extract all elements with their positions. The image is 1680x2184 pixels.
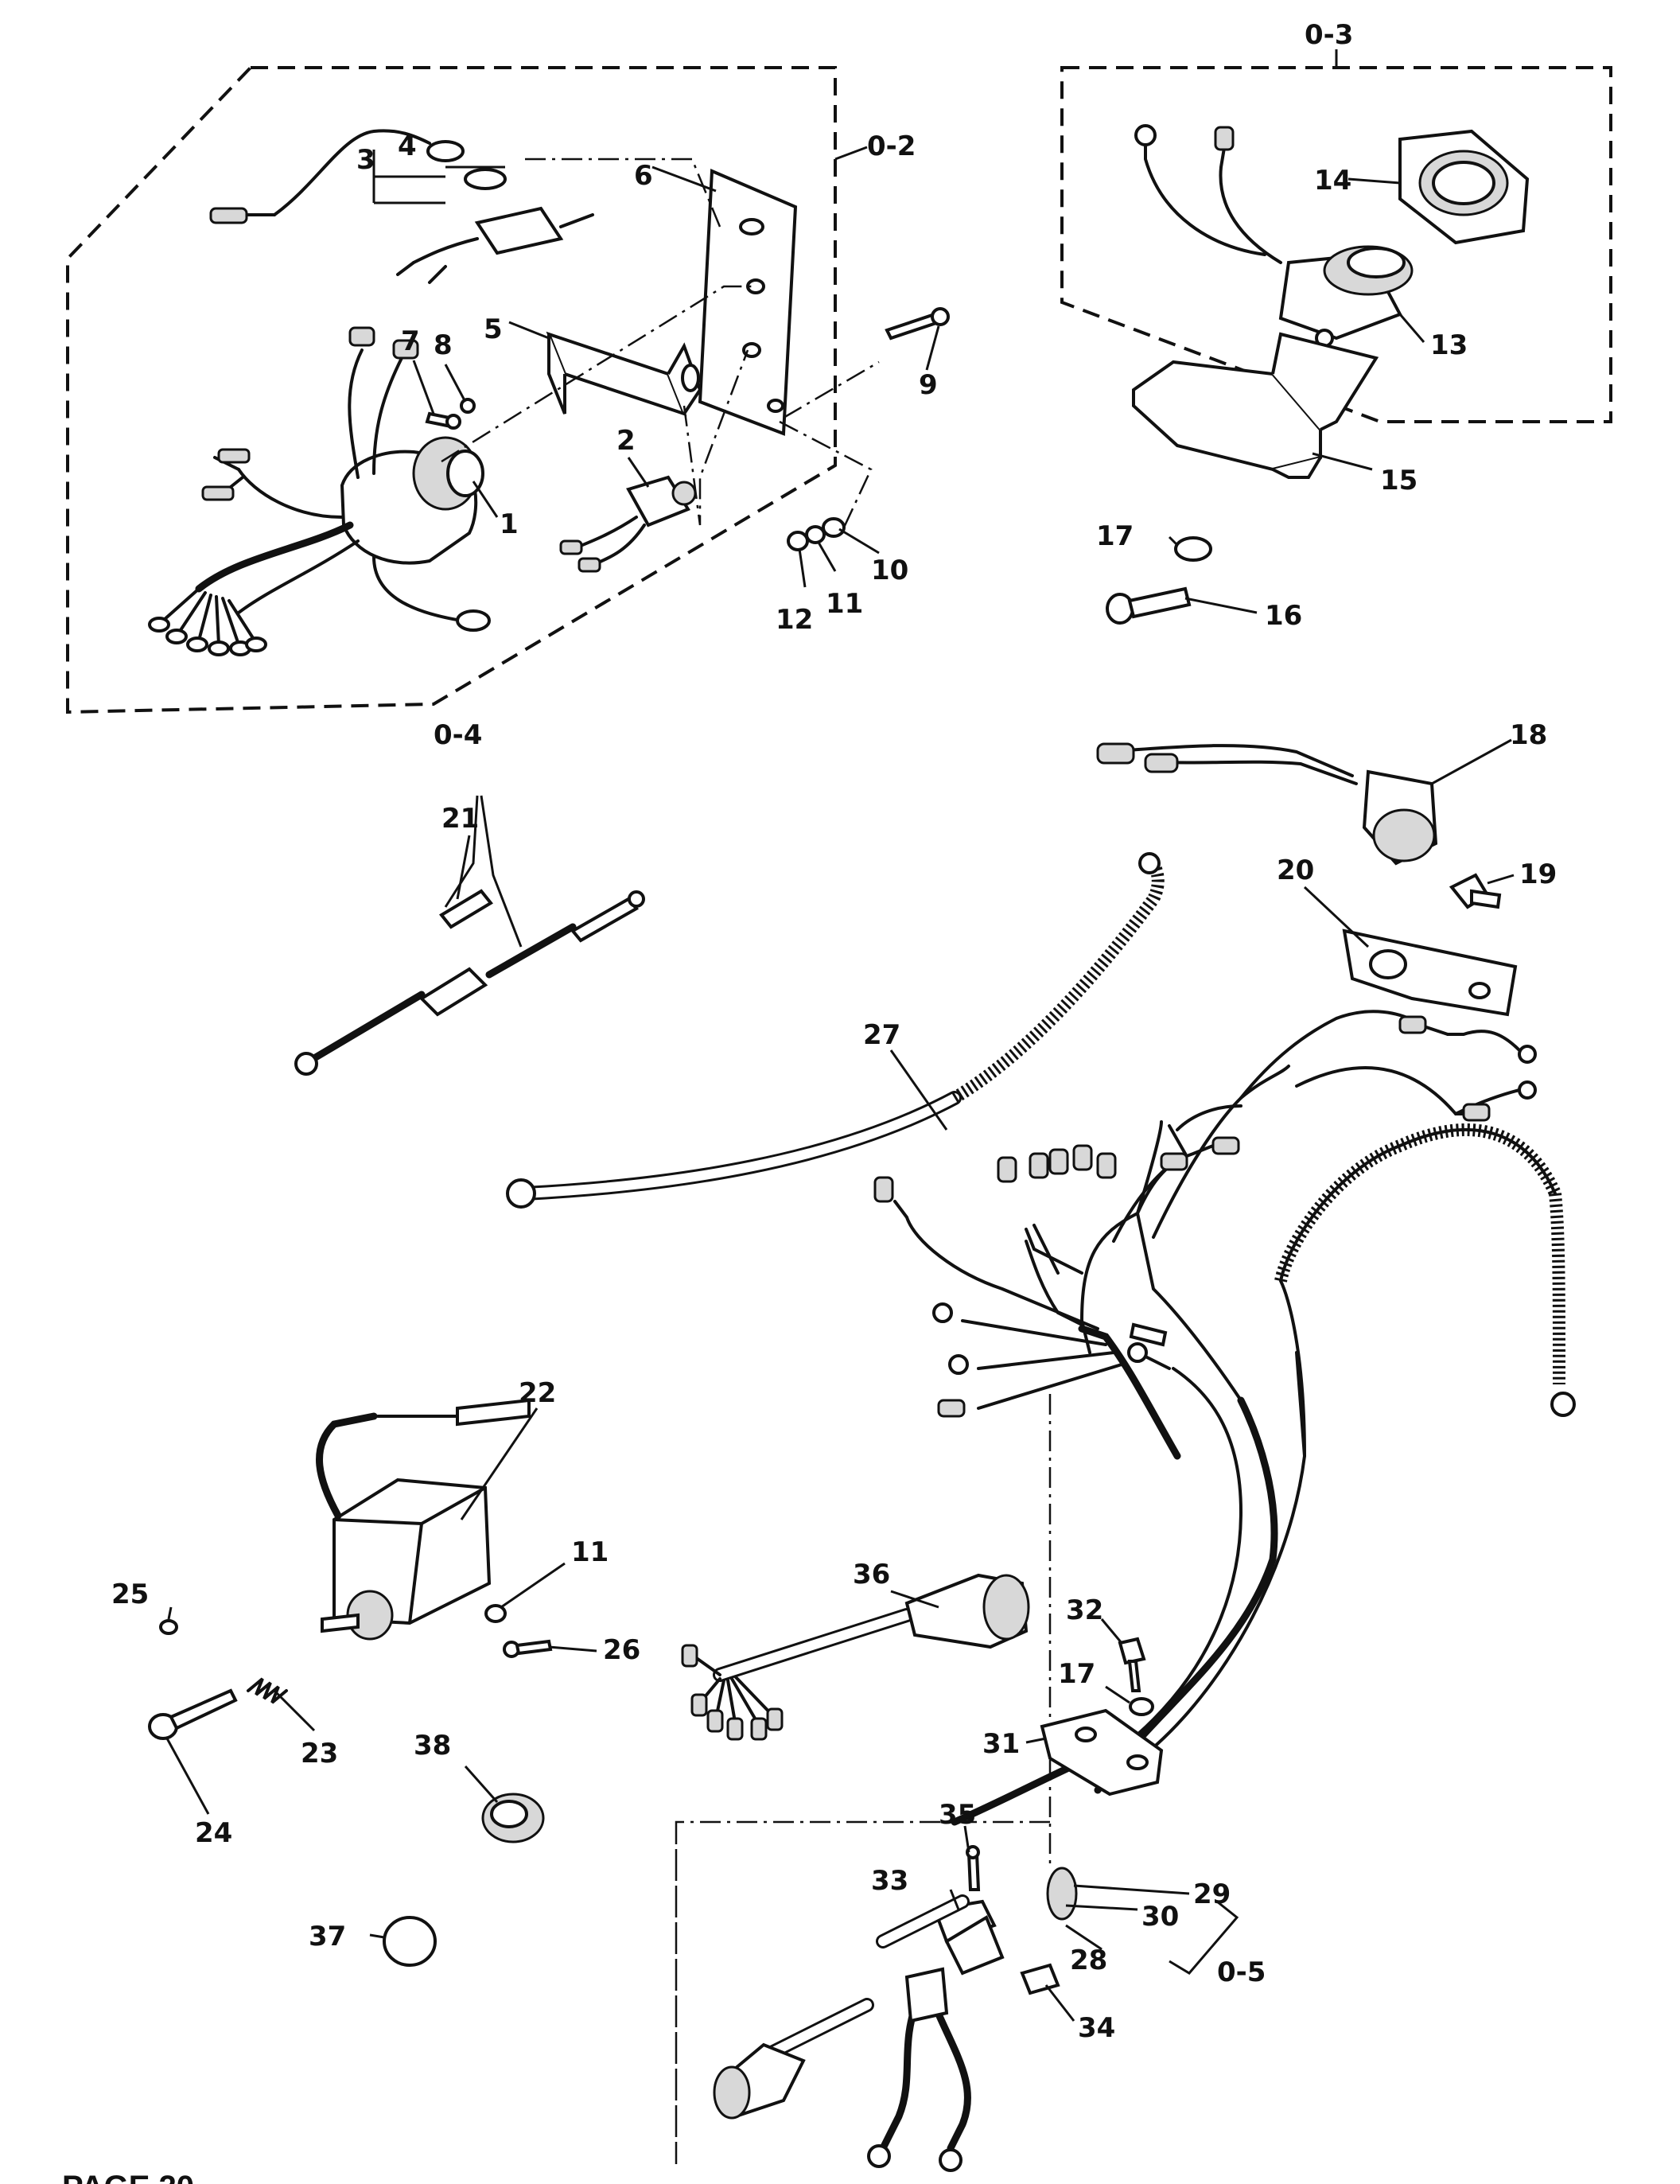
alignment-line [779,420,873,530]
part-17-washer-b [1129,1697,1154,1716]
part-37-plug [383,1916,437,1967]
callout-21: 21 [441,803,479,835]
part-31-clamp [1040,1708,1164,1797]
callout-22: 22 [519,1377,556,1409]
part-34-clip [1020,1963,1060,1995]
callout-35: 35 [939,1799,976,1831]
part-14-cover [1398,129,1530,245]
part-22-solenoid [316,1398,531,1641]
part-12-nut [787,531,809,551]
callout-12: 12 [776,604,813,636]
callout-24: 24 [195,1817,232,1849]
part-9-bolt [885,307,950,341]
callout-33: 33 [871,1865,908,1897]
page-footer: PAGE 20 [62,2170,194,2184]
callout-13: 13 [1430,329,1468,361]
cable-terminal-fan [681,1644,784,1741]
group-label-0-3: 0-3 [1305,19,1353,51]
group-0-3-boundary [1060,66,1612,423]
callout-3: 3 [356,144,375,176]
part-11-lockwasher [805,525,826,544]
part-32-screw [1118,1637,1146,1692]
lower-harness-plug [713,1894,1005,2172]
alignment-line [525,158,721,228]
main-wiring-harness [873,1010,1576,1826]
group-label-0-5: 0-5 [1217,1956,1266,1988]
callout-37: 37 [309,1921,346,1952]
part-19-screw [1449,873,1502,909]
part-21-fuse-assembly [294,889,645,1076]
part-6-mounting-plate [698,169,798,436]
part-5-bracket [546,331,702,417]
callout-19: 19 [1519,858,1557,890]
callout-10: 10 [871,555,908,586]
part-11-washer-b [484,1604,507,1623]
callout-11b: 11 [571,1536,609,1568]
part-18-sender [1096,742,1438,866]
part-38-grommet [481,1793,545,1843]
alignment-line [682,349,749,526]
part-20-bracket [1342,928,1518,1017]
callout-31: 31 [982,1728,1020,1760]
part-23-spring [247,1677,288,1704]
alignment-line [441,285,756,463]
callout-9: 9 [919,369,938,401]
callout-34: 34 [1078,2012,1115,2044]
callout-11: 11 [826,588,863,620]
callout-2: 2 [616,425,636,457]
callout-25: 25 [111,1579,149,1610]
group-label-0-2: 0-2 [867,130,916,162]
callout-5: 5 [484,313,503,345]
part-7-screw [425,411,461,430]
callout-23: 23 [301,1738,338,1769]
part-16-screw [1106,586,1192,625]
part-24-link [148,1688,238,1740]
callout-labels: 3 4 6 5 7 8 1 2 9 10 11 12 14 13 15 17 1… [111,130,1557,2044]
callout-18: 18 [1510,719,1547,751]
part-29-grommet [1046,1867,1078,1921]
part-2-switch [559,475,697,573]
leader-lines [165,146,1515,2022]
part-15-housing [1132,332,1379,479]
callout-29: 29 [1193,1878,1231,1910]
part-13-switch-assembly [1134,124,1414,348]
callout-28: 28 [1070,1945,1107,1976]
callout-32: 32 [1066,1594,1103,1626]
callout-8: 8 [434,329,453,361]
group-labels: 0-2 0-3 0-4 0-5 [434,19,1353,1988]
part-10-washer [822,517,846,538]
group-0-5-subassembly-box [675,1394,1052,2164]
group-label-0-4: 0-4 [434,719,482,751]
part-17-washer [1174,536,1212,562]
callout-1: 1 [500,508,519,540]
callout-4: 4 [398,130,417,162]
callout-26: 26 [603,1634,640,1666]
callout-14: 14 [1314,165,1351,197]
part-36-cable-connector [681,1573,1030,1741]
part-8-nut [460,398,476,414]
callout-16: 16 [1265,600,1302,632]
callout-17: 17 [1096,520,1134,552]
part-27-cable [506,852,1165,1209]
group-0-2-boundary [66,66,837,714]
part-25-nut [159,1619,178,1635]
harness-terminal-fan [148,448,267,656]
callout-17b: 17 [1058,1658,1095,1690]
callout-6: 6 [634,160,653,192]
alignment-line [783,360,880,419]
part-1-ignition-switch [148,326,491,656]
part-35-screw [966,1845,981,1891]
part-3-lead-assembly [209,129,594,284]
callout-7: 7 [401,325,420,357]
callout-38: 38 [414,1730,451,1762]
callout-30: 30 [1141,1901,1179,1933]
callout-36: 36 [853,1559,890,1590]
callout-15: 15 [1380,465,1418,496]
callout-20: 20 [1277,855,1314,886]
part-26-screw [503,1639,553,1658]
callout-27: 27 [863,1019,900,1051]
